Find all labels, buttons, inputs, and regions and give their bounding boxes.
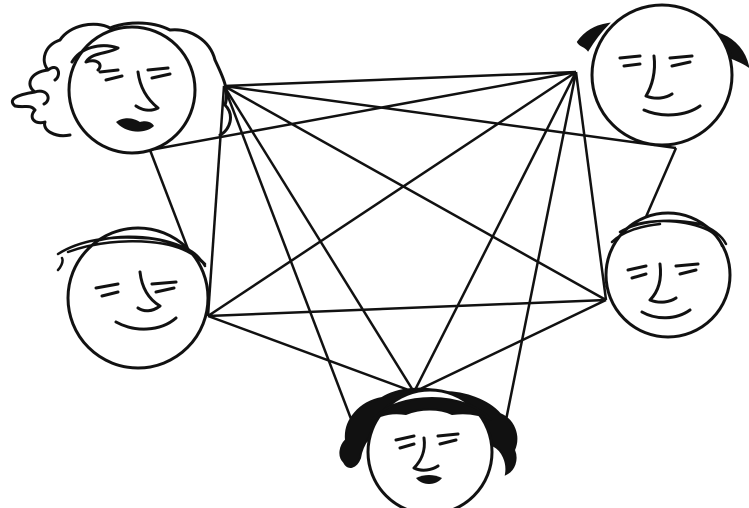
face-man-combed-hair [58, 228, 208, 368]
connection-p4-p5 [414, 300, 606, 392]
connection-p1-p2 [224, 72, 576, 86]
face-outline [592, 5, 732, 145]
face-balding-man [578, 5, 748, 145]
connection-p2-p5 [414, 72, 576, 392]
connection-extra-2 [224, 86, 356, 432]
face-woman-wavy-hair [12, 23, 230, 153]
face-outline [69, 27, 195, 153]
face-man-short-hair [606, 213, 730, 337]
connection-p1-p3 [208, 86, 224, 316]
face-woman-dark-curly-hair [340, 389, 516, 508]
connection-extra-5 [150, 72, 576, 150]
connection-p3-p4 [208, 300, 606, 316]
connection-p3-p5 [208, 316, 414, 392]
